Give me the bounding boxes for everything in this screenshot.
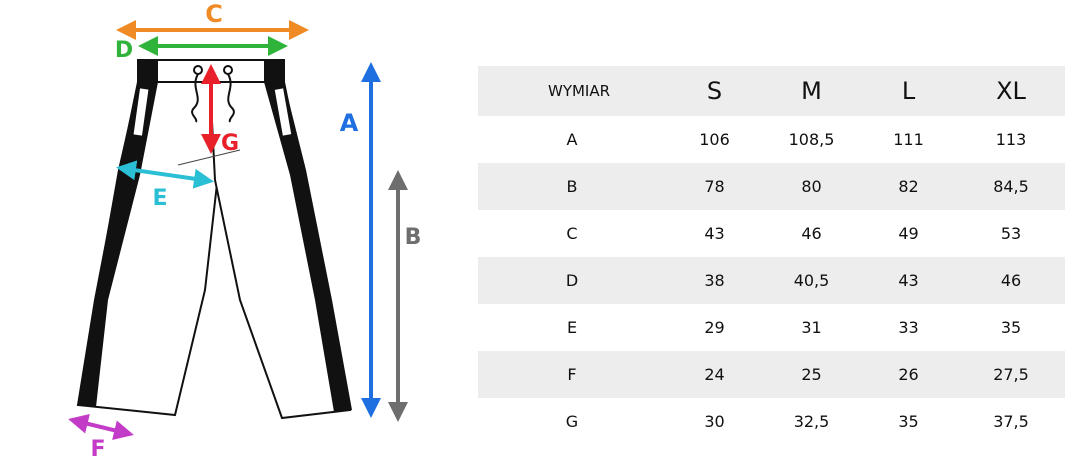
label-d: D xyxy=(115,38,133,63)
arrow-f xyxy=(68,414,134,440)
drawstring-left xyxy=(191,73,199,123)
table-row: D 38 40,5 43 46 xyxy=(478,257,1065,304)
right-pocket xyxy=(273,86,293,138)
left-pocket xyxy=(131,86,151,138)
cell-l: 82 xyxy=(898,177,919,196)
cell-s: 30 xyxy=(704,412,725,431)
cell-xl: 35 xyxy=(1000,318,1022,337)
header-size-m: M xyxy=(801,77,822,105)
cell-xl: 53 xyxy=(1000,224,1022,243)
table-row: C 43 46 49 53 xyxy=(478,210,1065,257)
cell-m: 80 xyxy=(801,177,822,196)
cell-xl: 46 xyxy=(1000,271,1022,290)
row-dimension: F xyxy=(567,365,577,384)
cell-m: 31 xyxy=(801,318,822,337)
label-f: F xyxy=(90,437,105,462)
table-row: F 24 25 26 27,5 xyxy=(478,351,1065,398)
label-e: E xyxy=(152,186,167,211)
cell-xl: 84,5 xyxy=(993,177,1029,196)
table-header-row: WYMIAR S M L XL xyxy=(478,66,1065,116)
cell-l: 43 xyxy=(898,271,919,290)
cell-m: 32,5 xyxy=(793,412,830,431)
cell-s: 106 xyxy=(699,130,730,149)
cell-xl: 37,5 xyxy=(993,412,1029,431)
size-table: WYMIAR S M L XL A 106 108,5 111 113 B 78… xyxy=(478,66,1065,445)
drawstring-right xyxy=(227,73,235,123)
cell-l: 26 xyxy=(898,365,919,384)
row-dimension: C xyxy=(566,224,578,243)
table-row: E 29 31 33 35 xyxy=(478,304,1065,351)
row-dimension: B xyxy=(566,177,578,196)
cell-l: 111 xyxy=(893,130,924,149)
row-dimension: D xyxy=(565,271,579,290)
cell-l: 33 xyxy=(898,318,919,337)
cell-s: 24 xyxy=(704,365,725,384)
cell-l: 49 xyxy=(898,224,919,243)
table-row: G 30 32,5 35 37,5 xyxy=(478,398,1065,445)
cell-s: 38 xyxy=(704,271,725,290)
waistband-right-stripe xyxy=(264,60,284,82)
cell-s: 43 xyxy=(704,224,725,243)
label-a: A xyxy=(340,109,359,137)
cell-m: 108,5 xyxy=(788,130,835,149)
label-c: C xyxy=(205,0,223,28)
header-size-xl: XL xyxy=(996,77,1026,105)
arrow-e xyxy=(116,160,214,189)
right-leg-stripe xyxy=(264,82,352,412)
table-row: A 106 108,5 111 113 xyxy=(478,116,1065,163)
cell-m: 40,5 xyxy=(793,271,830,290)
row-dimension: G xyxy=(565,412,579,431)
header-size-l: L xyxy=(901,77,916,105)
label-b: B xyxy=(405,225,422,250)
cell-s: 78 xyxy=(704,177,725,196)
header-wymiar: WYMIAR xyxy=(548,82,611,100)
cell-xl: 27,5 xyxy=(993,365,1029,384)
cell-l: 35 xyxy=(898,412,919,431)
row-dimension: A xyxy=(566,130,578,149)
cell-xl: 113 xyxy=(995,130,1027,149)
header-size-s: S xyxy=(706,77,723,105)
table-row: B 78 80 82 84,5 xyxy=(478,163,1065,210)
cell-s: 29 xyxy=(704,318,725,337)
cell-m: 25 xyxy=(801,365,822,384)
pants-outline xyxy=(76,59,352,420)
pants-diagram: C D A B G E F xyxy=(68,0,422,462)
waistband-left-stripe xyxy=(138,60,158,82)
label-g: G xyxy=(221,131,239,156)
cell-m: 46 xyxy=(801,224,822,243)
row-dimension: E xyxy=(566,318,578,337)
